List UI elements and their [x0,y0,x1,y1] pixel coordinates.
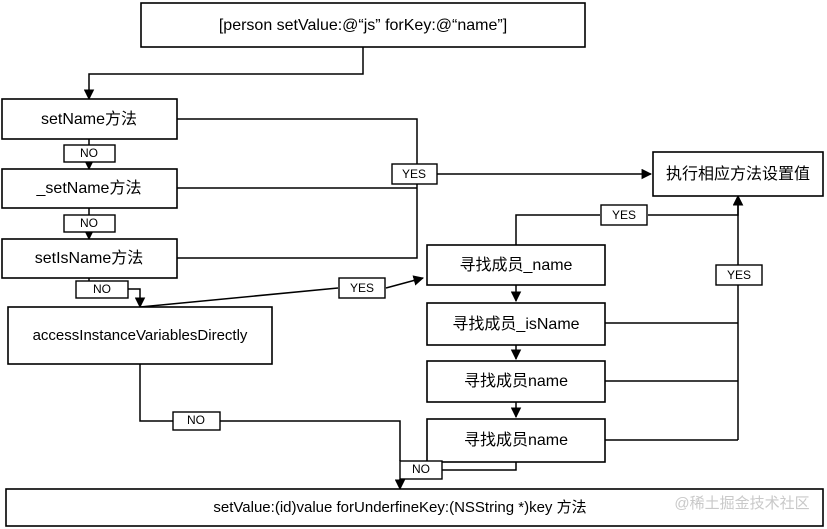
node-ivar-underscore-is-name-label: 寻找成员_isName [452,315,579,333]
edge-label-no-underscore-set-name-text: NO [80,216,98,230]
edge-label-yes-access-ivars [338,277,386,299]
node-ivar-name-2[interactable] [426,418,606,463]
node-set-is-name-label: setIsName方法 [35,249,143,267]
edge-label-no-access-ivars [172,411,221,431]
edge-set-name-yes [177,118,418,164]
node-underscore-set-name[interactable] [1,168,178,209]
edge-access-yes-b [385,275,425,289]
edge-label-yes-ivar-found [600,204,648,226]
edge-ivar-name-yes-a [515,214,600,245]
edge-set-is-name-yes [177,184,418,259]
node-execute-label: 执行相应方法设置值 [666,164,810,183]
edge-label-yes-ivar-right-text: YES [727,268,751,282]
edge-label-yes-ivar-found-text: YES [612,208,636,222]
edge-label-no-last-ivar [399,460,443,480]
edge-label-no-access-ivars-text: NO [187,413,205,427]
edge-label-yes-setters [391,163,438,185]
node-entry[interactable] [140,2,586,48]
node-set-is-name[interactable] [1,238,178,279]
node-access-instance-variables-directly-label: accessInstanceVariablesDirectly [33,327,248,344]
node-set-name[interactable] [1,98,178,140]
node-execute[interactable] [652,151,824,197]
node-ivar-underscore-name[interactable] [426,244,606,286]
edge-entry-to-set-name [83,47,364,101]
edge-label-no-set-is-name [75,280,129,299]
node-undefined-key[interactable] [5,488,824,527]
edge-access-no-b [220,420,401,461]
node-set-name-label: setName方法 [41,110,137,128]
node-ivar-name-1-label: 寻找成员name [464,372,568,390]
watermark: @稀土掘金技术社区 [674,495,809,512]
edge-label-no-set-is-name-text: NO [93,282,111,296]
node-ivar-underscore-name-label: 寻找成员_name [460,256,573,274]
node-underscore-set-name-label: _setName方法 [36,179,142,197]
node-ivar-name-2-label: 寻找成员name [464,431,568,449]
node-ivar-underscore-is-name[interactable] [426,302,606,346]
edge-ivar-name-yes-b [648,194,744,216]
edge-last-ivar-no-a [441,462,517,471]
node-access-instance-variables-directly[interactable] [7,306,273,365]
edge-label-no-set-name-text: NO [80,146,98,160]
edge-label-yes-access-ivars-text: YES [350,281,374,295]
edge-label-no-underscore-set-name [63,214,116,233]
edge-label-yes-ivar-right [715,264,763,286]
edge-access-yes-a [139,287,339,308]
edge-label-no-set-name [63,144,116,163]
node-undefined-key-label: setValue:(id)value forUnderfineKey:(NSSt… [213,499,586,516]
edge-access-no-a [139,364,173,422]
node-ivar-name-1[interactable] [426,360,606,403]
edge-label-no-last-ivar-text: NO [412,462,430,476]
node-entry-label: [person setValue:@“js” forKey:@“name”] [219,17,507,34]
edge-set-is-name-no-b [128,288,146,309]
edge-label-yes-setters-text: YES [402,167,426,181]
